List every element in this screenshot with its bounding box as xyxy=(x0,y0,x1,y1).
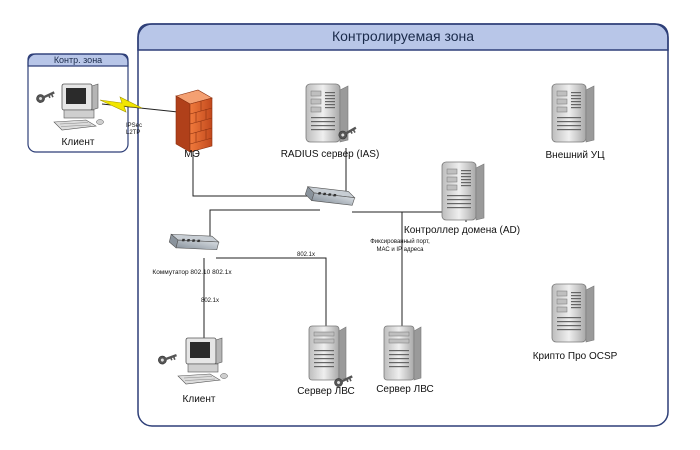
firewall-label: МЭ xyxy=(184,149,200,160)
domain-controller: Контроллер домена (AD) xyxy=(404,161,520,236)
server-icon xyxy=(308,325,347,381)
firewall: МЭ xyxy=(175,89,213,160)
link-core-access xyxy=(209,209,320,238)
switch-icon xyxy=(303,178,357,214)
server-icon xyxy=(551,83,595,143)
controlled-zone: Контролируемая зона xyxy=(137,23,669,427)
workstation-icon xyxy=(177,337,228,385)
link-firewall-switch xyxy=(192,150,312,197)
local-client-label: Клиент xyxy=(183,394,216,405)
remote-zone-title: Контр. зона xyxy=(54,55,102,65)
radius-server-label: RADIUS сервер (IAS) xyxy=(281,149,380,160)
server-icon xyxy=(551,283,595,343)
fixed-port-note-line2: МАС и IP адреса xyxy=(377,247,425,253)
link-label-8021x-left: 802.1x xyxy=(201,298,219,304)
lan-server-1-label: Сервер ЛВС xyxy=(297,386,355,397)
lan-server-2: Сервер ЛВС xyxy=(376,325,434,395)
brick-wall-icon xyxy=(189,101,213,145)
external-ca-server: Внешний УЦ xyxy=(546,83,606,161)
local-client: Клиент xyxy=(156,337,228,405)
vpn-label-ipsec: IPSec xyxy=(126,123,142,129)
lan-server-1: Сервер ЛВС xyxy=(297,325,355,397)
link-core-lan2 xyxy=(352,211,403,328)
server-icon xyxy=(441,161,485,221)
key-icon xyxy=(156,350,179,366)
domain-controller-label: Контроллер домена (AD) xyxy=(404,225,520,236)
key-icon xyxy=(34,88,57,105)
link-label-8021x-top: 802.1x xyxy=(297,252,315,258)
crypto-ocsp-server: Крипто Про OCSP xyxy=(533,283,618,362)
vpn-bolt-icon xyxy=(99,96,143,113)
server-icon xyxy=(383,325,422,381)
core-switch xyxy=(303,178,357,214)
access-switch: Коммутатор 802.10 802.1x xyxy=(152,225,232,276)
remote-client: Клиент xyxy=(34,83,104,148)
controlled-zone-title: Контролируемая зона xyxy=(332,28,474,44)
switch-icon xyxy=(167,225,221,259)
access-switch-label: Коммутатор 802.10 802.1x xyxy=(152,269,232,276)
link-access-lan1 xyxy=(216,257,327,328)
lan-server-2-label: Сервер ЛВС xyxy=(376,384,434,395)
vpn-label-l2tp: L2TP xyxy=(126,130,140,136)
crypto-ocsp-label: Крипто Про OCSP xyxy=(533,351,618,362)
workstation-icon xyxy=(53,83,104,131)
fixed-port-note-line1: Фиксированный порт, xyxy=(370,238,430,245)
remote-client-label: Клиент xyxy=(62,137,95,148)
external-ca-label: Внешний УЦ xyxy=(546,150,606,161)
radius-server: RADIUS сервер (IAS) xyxy=(281,83,380,160)
